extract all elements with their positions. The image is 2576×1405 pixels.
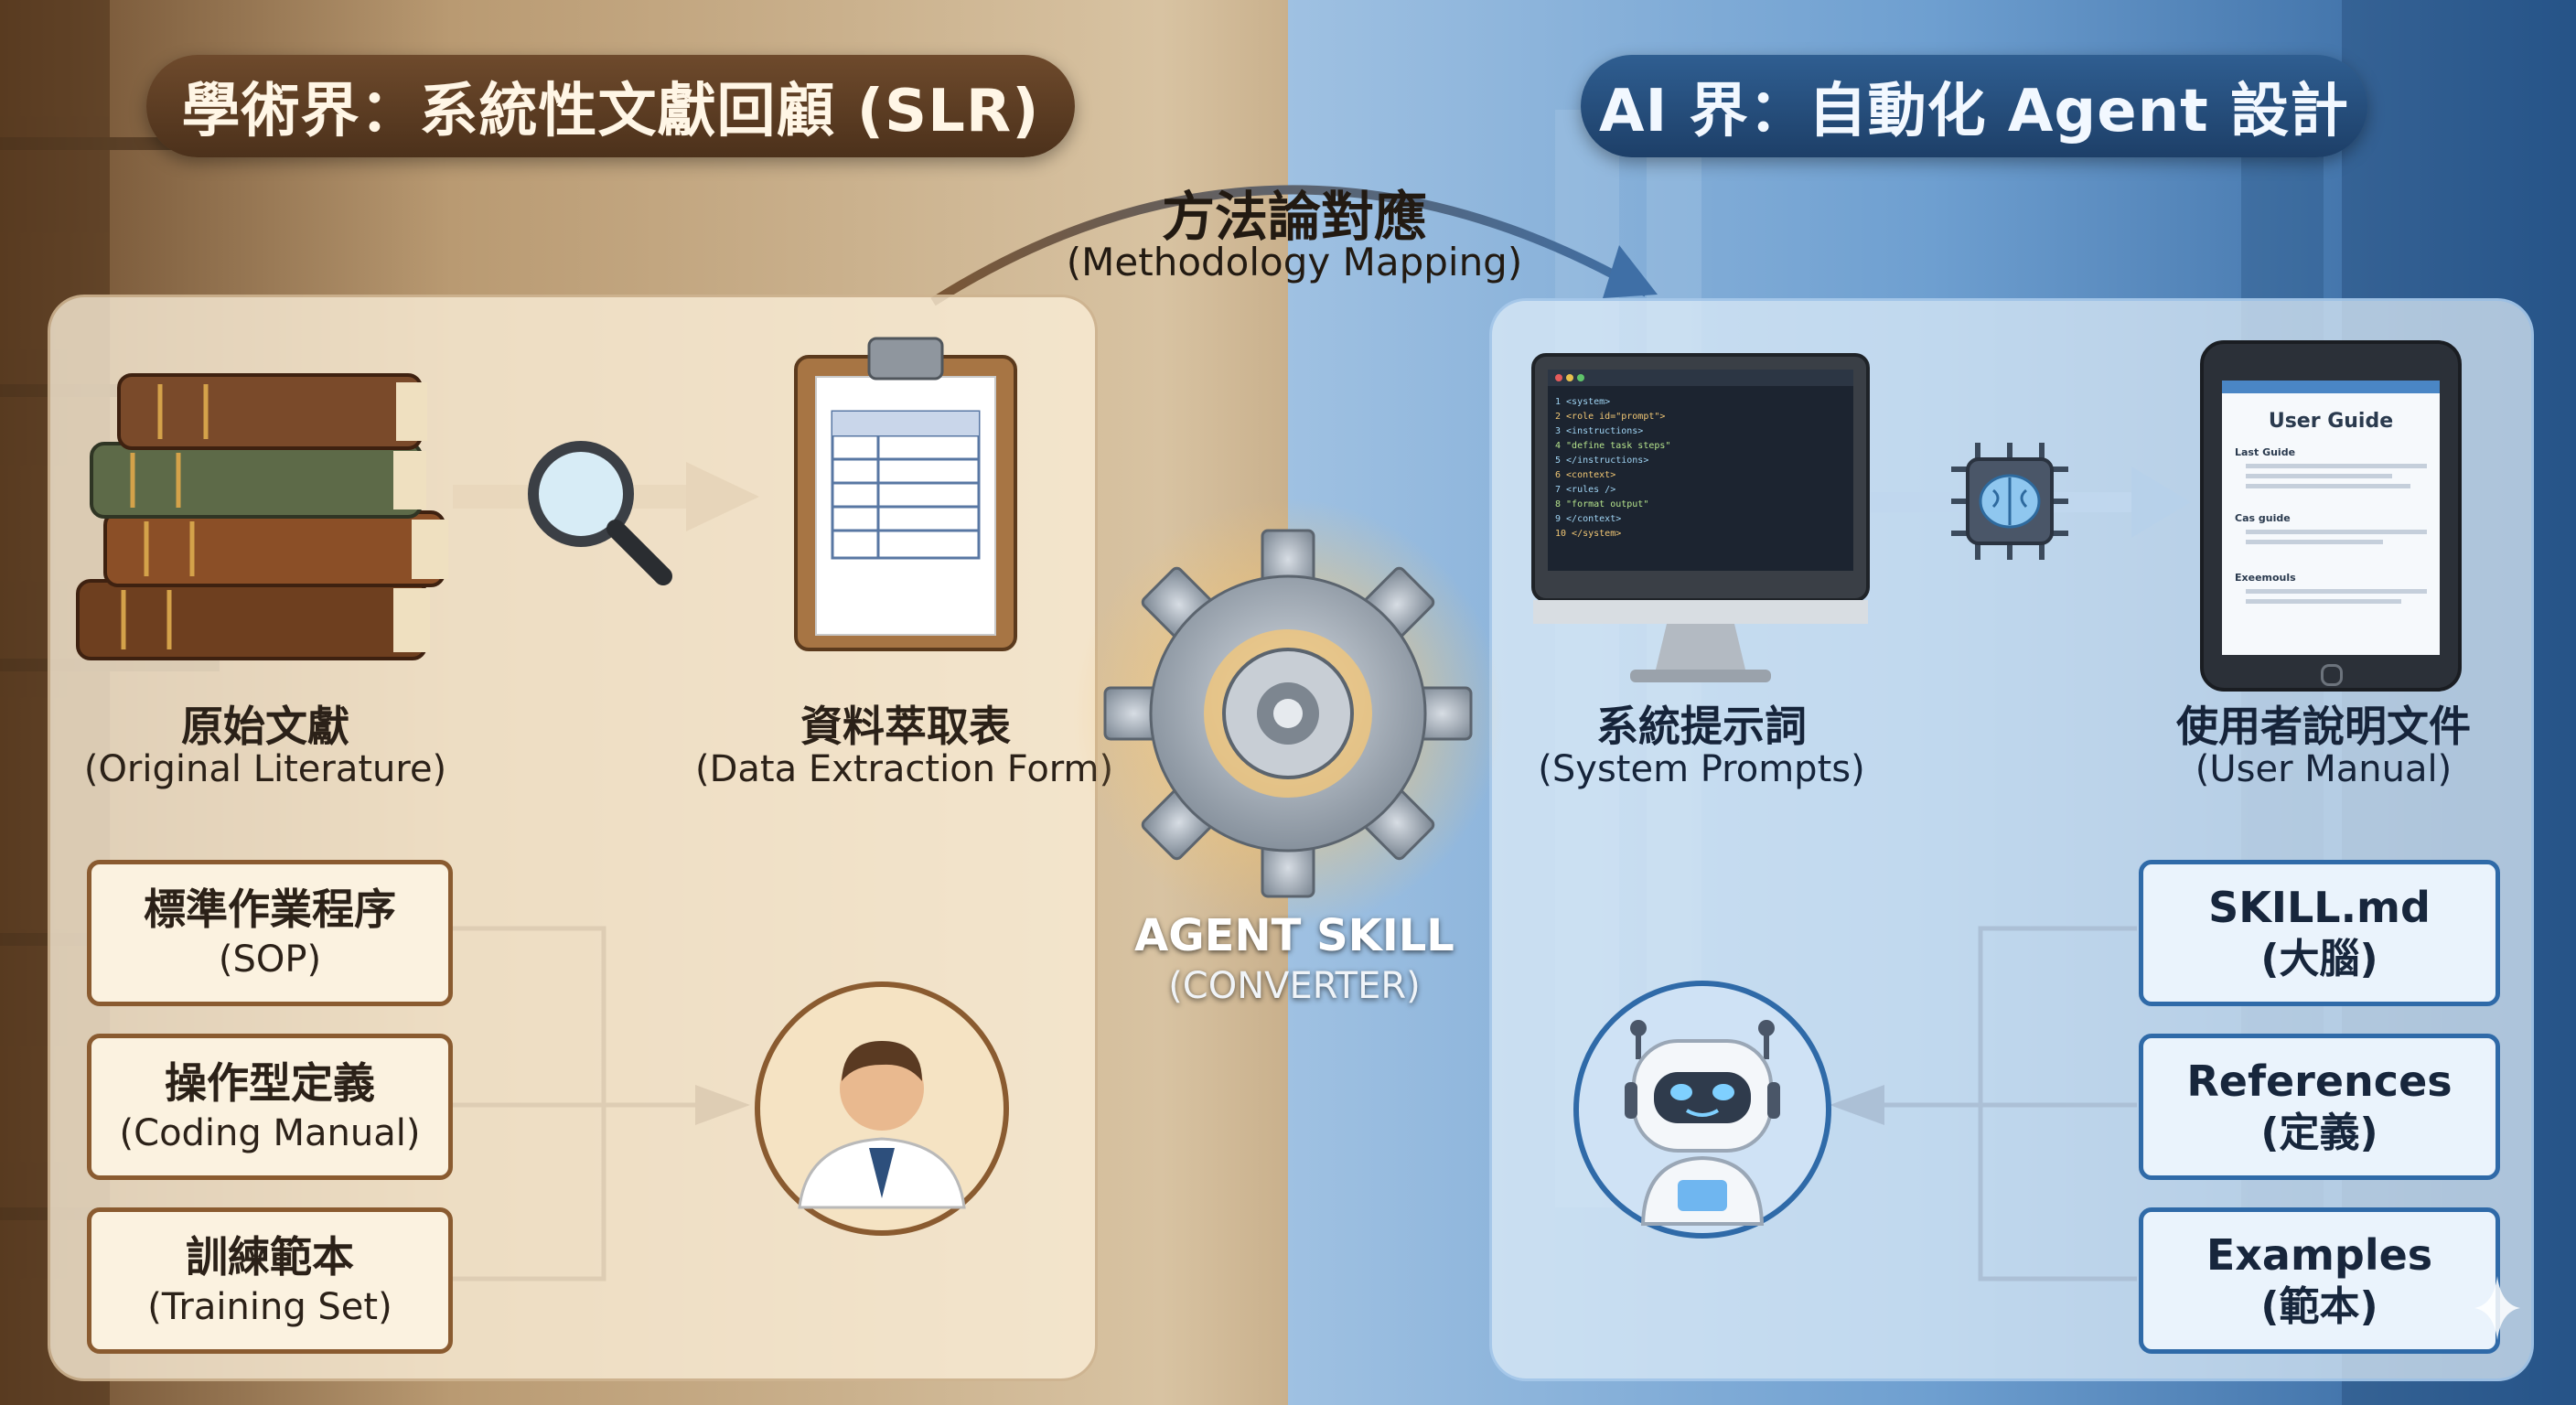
robot-avatar-icon xyxy=(1573,981,1831,1239)
svg-text:3 <instructions>: 3 <instructions> xyxy=(1555,426,1643,436)
extraction-form-sublabel: (Data Extraction Form) xyxy=(695,748,1114,790)
training-set-box: 訓練範本 (Training Set) xyxy=(87,1207,453,1354)
references-label: References xyxy=(2186,1056,2453,1106)
coding-manual-box: 操作型定義 (Coding Manual) xyxy=(87,1034,453,1180)
guide-section-3: Exeemouls xyxy=(2235,572,2296,584)
mapping-subtitle: (Methodology Mapping) xyxy=(1066,240,1523,284)
books-stack-icon xyxy=(76,373,448,660)
tablet-home-button xyxy=(2321,664,2343,686)
extraction-form-label: 資料萃取表 xyxy=(800,702,1011,751)
sparkle-icon xyxy=(2474,1276,2520,1340)
ai-title: AI 界：自動化 Agent 設計 xyxy=(1581,55,2367,157)
system-prompts-label: 系統提示詞 xyxy=(1596,702,1807,751)
svg-text:9 </context>: 9 </context> xyxy=(1555,514,1621,524)
tablet-screen: User Guide Last Guide Cas guide Exeemoul… xyxy=(2222,381,2440,655)
skill-md-label: SKILL.md xyxy=(2208,883,2431,932)
references-box: References (定義) xyxy=(2139,1034,2500,1180)
original-literature-sublabel: (Original Literature) xyxy=(83,748,447,790)
user-manual-label: 使用者說明文件 xyxy=(2176,702,2471,751)
svg-text:8 "format output": 8 "format output" xyxy=(1555,499,1648,509)
user-guide-title: User Guide xyxy=(2268,410,2394,433)
sop-box: 標準作業程序 (SOP) xyxy=(87,860,453,1006)
skill-md-box: SKILL.md (大腦) xyxy=(2139,860,2500,1006)
svg-text:4 "define task steps": 4 "define task steps" xyxy=(1555,441,1670,451)
svg-text:5 </instructions>: 5 </instructions> xyxy=(1555,456,1648,466)
academic-title: 學術界：系統性文獻回顧 (SLR) xyxy=(146,55,1075,157)
svg-text:1 <system>: 1 <system> xyxy=(1555,397,1610,407)
examples-sublabel: (範本) xyxy=(2260,1283,2378,1330)
tablet-device: User Guide Last Guide Cas guide Exeemoul… xyxy=(2200,340,2462,692)
clipboard-form-icon xyxy=(794,337,1017,651)
coding-manual-sublabel: (Coding Manual) xyxy=(119,1112,421,1154)
system-prompts-sublabel: (System Prompts) xyxy=(1538,748,1865,790)
examples-box: Examples (範本) xyxy=(2139,1207,2500,1354)
original-literature-label: 原始文獻 xyxy=(181,702,349,751)
coding-manual-label: 操作型定義 xyxy=(165,1058,375,1108)
svg-text:10 </system>: 10 </system> xyxy=(1555,529,1621,539)
references-sublabel: (定義) xyxy=(2260,1110,2378,1156)
magnifier-icon xyxy=(528,441,672,585)
svg-text:6 <context>: 6 <context> xyxy=(1555,470,1615,480)
training-set-sublabel: (Training Set) xyxy=(147,1286,392,1328)
converter-sublabel: (CONVERTER) xyxy=(1168,965,1421,1007)
examples-label: Examples xyxy=(2206,1230,2433,1280)
converter-label: AGENT SKILL xyxy=(1134,910,1454,961)
guide-section-2: Cas guide xyxy=(2235,512,2291,524)
training-set-label: 訓練範本 xyxy=(186,1232,354,1282)
user-manual-sublabel: (User Manual) xyxy=(2195,748,2453,790)
svg-text:2 <role id="prompt">: 2 <role id="prompt"> xyxy=(1555,412,1665,422)
skill-md-sublabel: (大腦) xyxy=(2260,936,2378,982)
researcher-avatar-icon xyxy=(755,981,1009,1236)
sop-label: 標準作業程序 xyxy=(144,885,396,934)
mapping-title: 方法論對應 xyxy=(1161,186,1427,248)
guide-section-1: Last Guide xyxy=(2235,446,2296,458)
monitor-code-icon: 1 <system> 2 <role id="prompt"> 3 <instr… xyxy=(1531,353,1870,682)
ai-chip-brain-icon xyxy=(1951,443,2068,560)
sop-sublabel: (SOP) xyxy=(218,938,322,981)
converter-gear-icon xyxy=(1073,499,1503,928)
mapping-arrowhead xyxy=(1603,245,1658,298)
svg-text:7 <rules />: 7 <rules /> xyxy=(1555,485,1615,495)
